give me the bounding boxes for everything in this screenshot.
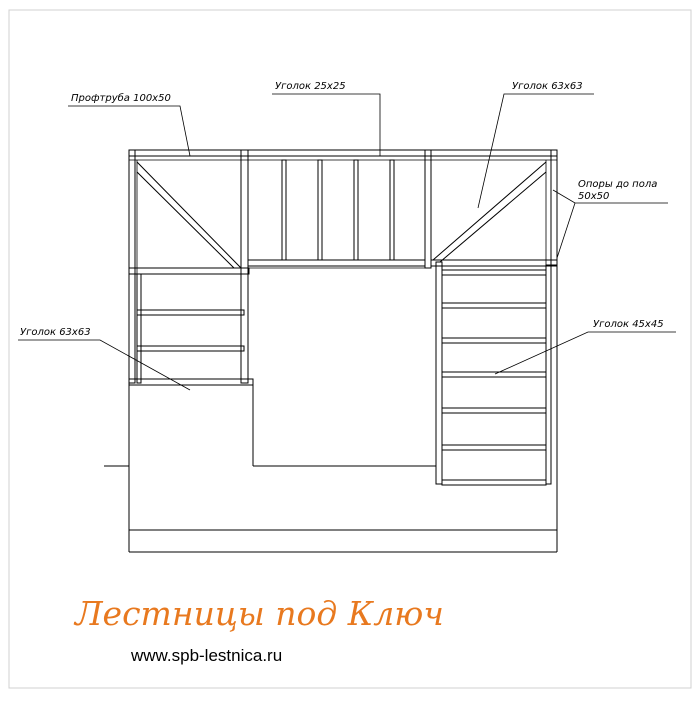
structure: [104, 149, 558, 553]
center-right-post: [424, 149, 432, 269]
step: [441, 371, 547, 378]
leader-profile-pipe: [68, 105, 191, 157]
baluster: [281, 159, 287, 261]
right-stair-stringer-right: [545, 264, 552, 485]
leader-angle-45: [494, 331, 676, 375]
step: [441, 302, 547, 309]
label-profile-pipe: Профтруба 100х50: [71, 92, 171, 104]
label-angle-25: Уголок 25х25: [275, 81, 346, 92]
label-supports-size: 50х50: [578, 191, 609, 202]
label-supports: Опоры до пола: [578, 179, 657, 190]
leader-angle-25: [272, 93, 381, 156]
baluster: [389, 159, 395, 261]
leaders: [18, 93, 676, 391]
page-frame: [8, 9, 692, 689]
right-brace-b: [439, 171, 547, 263]
label-angle-45: Уголок 45х45: [593, 319, 664, 330]
step: [441, 444, 547, 451]
floor-outline: [104, 262, 558, 553]
right-post: [550, 149, 558, 266]
step: [441, 407, 547, 414]
baluster: [353, 159, 359, 261]
leader-supports-1: [552, 189, 668, 204]
center-bottom-beam: [247, 259, 426, 267]
step: [136, 345, 245, 352]
right-stair-stringer-left: [435, 261, 443, 485]
center-balusters: [281, 159, 395, 261]
left-stair: [128, 273, 254, 386]
step: [441, 337, 547, 344]
left-post: [128, 149, 136, 384]
left-brace-a: [136, 161, 242, 269]
right-stair: [435, 261, 552, 486]
leader-angle-63-top: [477, 93, 594, 209]
left-landing-edge: [128, 378, 254, 386]
brand-logo-text: Лестницы под Ключ: [73, 594, 444, 633]
left-brace-b: [136, 171, 235, 269]
right-mid-beam: [430, 259, 558, 267]
label-angle-63-left: Уголок 63х63: [20, 327, 91, 338]
leader-angle-63-left: [18, 339, 191, 391]
step: [136, 309, 245, 316]
step: [441, 269, 547, 276]
left-mid-beam: [128, 267, 250, 275]
baluster: [317, 159, 323, 261]
label-angle-63-top: Уголок 63х63: [512, 81, 583, 92]
step: [441, 479, 547, 486]
leader-supports-2: [556, 202, 576, 259]
left-stair-stringer: [136, 273, 142, 384]
right-brace-a: [432, 161, 547, 261]
center-left-post: [240, 149, 249, 275]
top-beam: [128, 149, 558, 157]
labels: Профтруба 100х50 Уголок 25х25 Уголок 63х…: [20, 81, 664, 338]
website-url: www.spb-lestnica.ru: [130, 646, 282, 665]
left-stair-stringer: [240, 273, 249, 384]
